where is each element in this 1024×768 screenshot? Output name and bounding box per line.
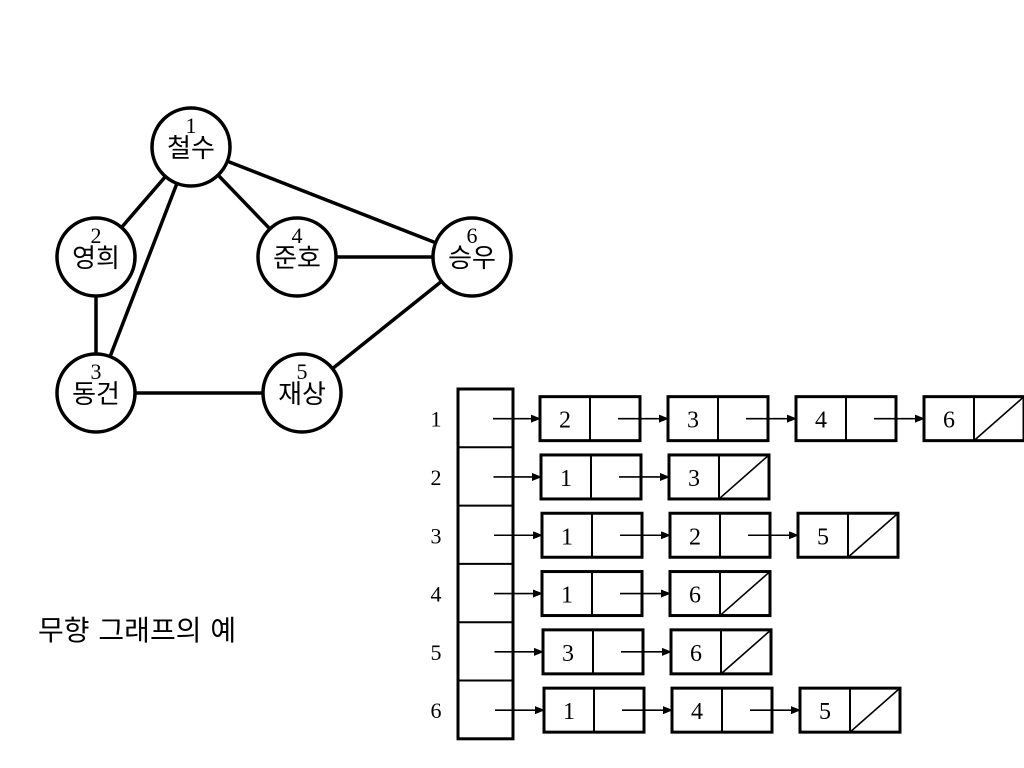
list-node: 1 [542,686,673,734]
graph-node-1: 1철수 [150,106,232,188]
list-node-value: 1 [561,524,573,550]
list-node: 5 [796,511,900,559]
list-node-value: 6 [690,641,702,667]
node-number: 3 [91,359,102,384]
graph-edge-1-6 [190,145,473,259]
list-node-value: 5 [817,524,829,550]
adjacency-row-6: 6 1 4 5 [431,686,902,734]
list-node: 4 [670,686,801,734]
node-number: 5 [297,359,308,384]
row-label: 5 [431,640,442,665]
list-node: 6 [922,395,1024,443]
adjacency-row-3: 3 1 2 5 [431,511,900,559]
row-label: 6 [431,698,442,723]
list-node-value: 4 [815,408,827,434]
row-label: 3 [431,523,442,548]
adjacency-row-4: 4 1 6 [431,570,772,618]
adjacency-list: 1 2 3 4 6 2 1 3 3 1 2 5 4 1 6 5 3 6 6 1 4 5 [431,387,1024,741]
list-node: 3 [541,628,672,676]
list-node: 2 [668,511,799,559]
node-circle [150,106,232,188]
row-label: 2 [431,465,442,490]
list-node: 3 [666,395,797,443]
list-node: 3 [667,453,771,501]
null-pointer-slash [719,570,771,617]
node-name: 재상 [278,380,326,410]
list-node-value: 3 [562,641,574,667]
row-label: 4 [431,582,442,607]
list-node: 2 [538,395,669,443]
null-pointer-slash [973,396,1024,442]
node-circle [431,216,513,298]
node-circle [261,352,343,434]
list-node-value: 3 [688,466,700,492]
graph-node-4: 4준호 [256,216,338,298]
graph-node-5: 5재상 [261,352,343,434]
null-pointer-slash [718,454,770,500]
list-node-value: 1 [560,466,572,492]
null-pointer-slash [847,512,899,558]
list-node: 1 [540,570,671,618]
null-pointer-slash [849,687,901,733]
node-name: 승우 [448,244,496,274]
list-node-value: 6 [943,408,955,434]
caption: 무향 그래프의 예 [38,614,236,647]
list-node: 1 [540,511,671,559]
graph-edge-1-3 [94,146,193,394]
list-node: 1 [539,453,670,501]
null-pointer-slash [720,629,772,675]
adjacency-row-5: 5 3 6 [431,628,773,676]
list-node-value: 3 [687,408,699,434]
list-node-value: 1 [563,699,575,725]
node-name: 동건 [72,380,120,410]
node-circle [55,352,137,434]
list-node: 5 [798,686,902,734]
node-number: 1 [186,113,197,138]
list-node: 4 [794,395,925,443]
list-node-value: 2 [559,408,571,434]
node-name: 철수 [167,134,215,164]
graph-node-6: 6승우 [431,216,513,298]
list-node-value: 2 [689,524,701,550]
node-number: 2 [91,223,102,248]
node-name: 영희 [72,244,120,274]
adjacency-row-1: 1 2 3 4 6 [431,395,1024,443]
node-circle [55,216,137,298]
row-label: 1 [431,407,442,432]
node-circle [256,216,338,298]
list-node-value: 1 [561,583,573,609]
graph-node-2: 2영희 [55,216,137,298]
list-node-value: 6 [689,583,701,609]
list-node-value: 5 [819,699,831,725]
adjacency-row-2: 2 1 3 [431,453,771,501]
node-number: 6 [467,223,478,248]
list-node: 6 [669,628,773,676]
graph-node-3: 3동건 [55,352,137,434]
node-number: 4 [292,223,303,248]
list-node-value: 4 [691,699,703,725]
node-name: 준호 [273,244,321,274]
list-node: 6 [668,570,772,618]
